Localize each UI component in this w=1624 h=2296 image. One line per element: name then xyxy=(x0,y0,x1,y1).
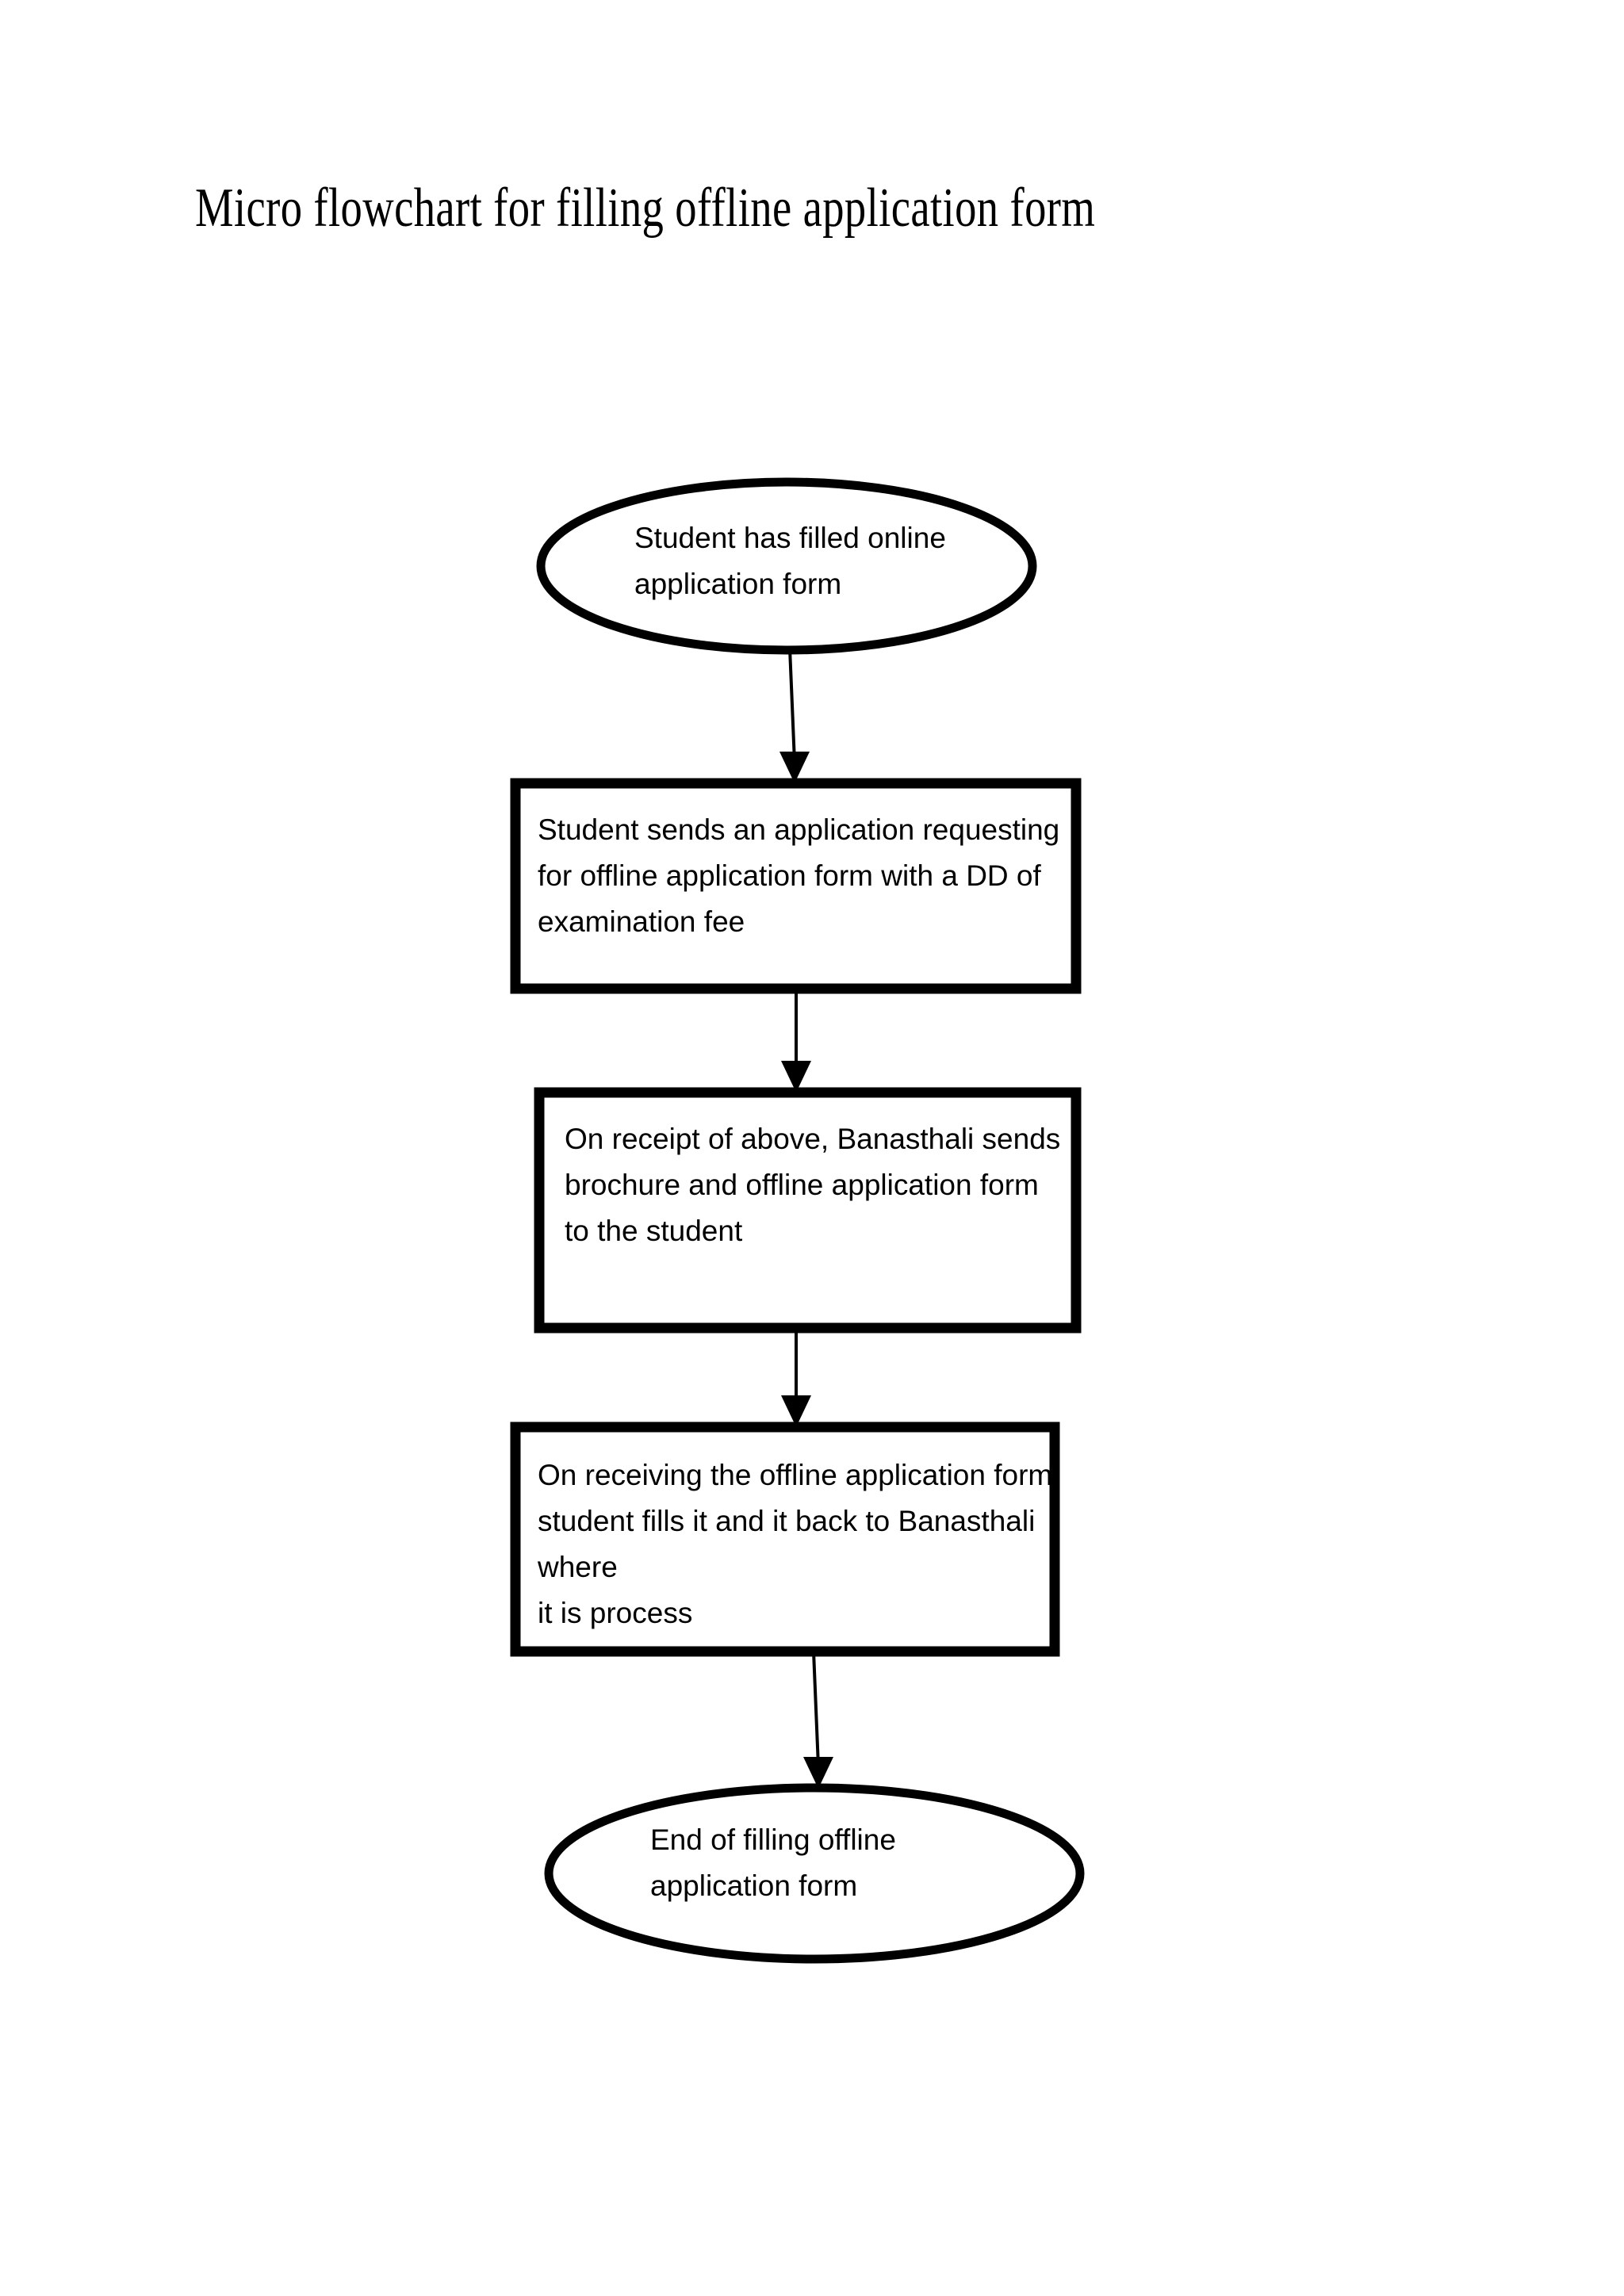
node-step-1-label: Student sends an application requesting … xyxy=(538,813,1060,938)
arrowhead-icon xyxy=(779,752,810,783)
node-step-3-shape[interactable] xyxy=(510,1422,1060,1657)
connector-step-1-to-step-2 xyxy=(781,989,811,1093)
node-step-2-label: On receipt of above, Banasthali sends br… xyxy=(565,1123,1061,1247)
node-start-shape[interactable] xyxy=(536,477,1037,655)
page-title: Micro flowchart for filling offline appl… xyxy=(195,178,1096,239)
node-end-label: End of filling offline application form xyxy=(650,1823,896,1902)
connector-step-2-to-step-3 xyxy=(781,1328,811,1427)
connector-step-3-to-end xyxy=(803,1651,833,1789)
arrowhead-icon xyxy=(781,1061,811,1093)
connector-start-to-step-1 xyxy=(779,648,810,783)
arrowhead-icon xyxy=(781,1395,811,1427)
node-end-shape[interactable] xyxy=(544,1783,1085,1964)
arrowhead-icon xyxy=(803,1757,833,1789)
node-step-3-label: On receiving the offline application for… xyxy=(538,1459,1061,1629)
node-step-1-shape[interactable] xyxy=(510,778,1082,994)
node-start-label: Student has filled online application fo… xyxy=(634,522,946,600)
node-step-2-shape[interactable] xyxy=(534,1087,1082,1334)
